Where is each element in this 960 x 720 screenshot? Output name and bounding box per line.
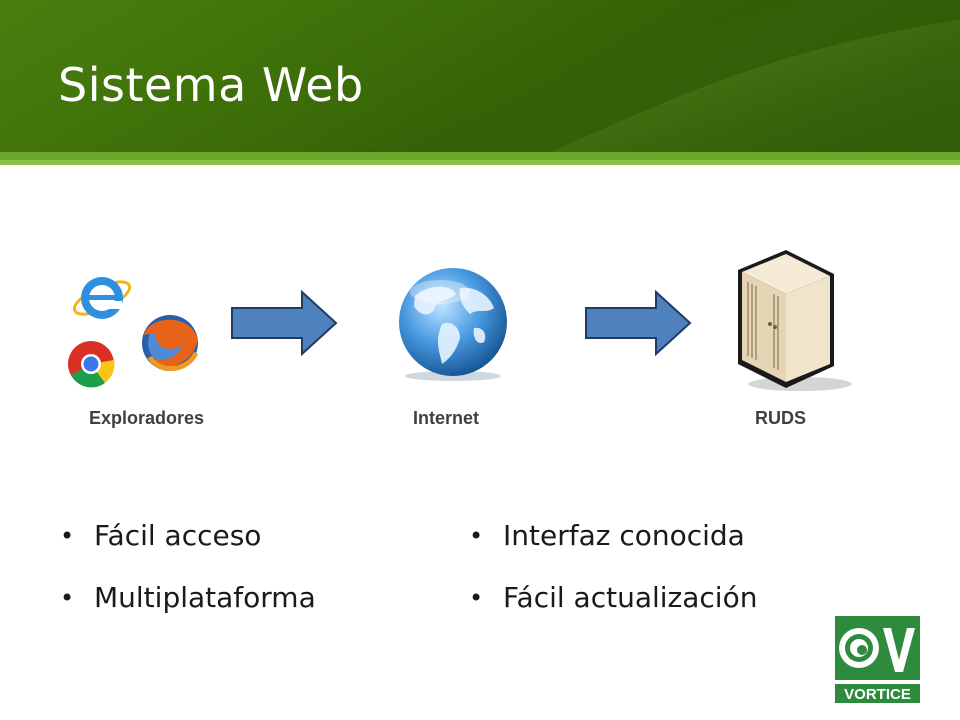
arrow-browsers-to-internet [231,290,338,356]
header-background [0,0,960,165]
server-icon [738,250,852,391]
svg-text:VORTICE: VORTICE [844,686,911,703]
bullet-item: Fácil actualización [467,578,757,640]
slide-title: Sistema Web [58,58,364,112]
bullet-list-left: Fácil acceso Multiplataforma [58,516,316,640]
label-exploradores: Exploradores [89,408,205,428]
bullet-item: Fácil acceso [58,516,316,578]
bullet-item: Multiplataforma [58,578,316,640]
vortice-logo: VORTICE [833,614,922,705]
vortice-logo-icon: VORTICE [833,614,922,705]
slide-header [0,0,960,165]
internet-explorer-icon [72,277,132,319]
arrow-internet-to-server [585,290,692,356]
firefox-icon [142,315,199,371]
label-internet: Internet [413,408,480,428]
label-ruds: RUDS [755,408,807,428]
globe-icon [399,268,507,381]
bullet-item: Interfaz conocida [467,516,757,578]
chrome-icon [68,341,115,388]
browsers-icon-group [68,277,199,388]
bullet-list-right: Interfaz conocida Fácil actualización [467,516,757,640]
